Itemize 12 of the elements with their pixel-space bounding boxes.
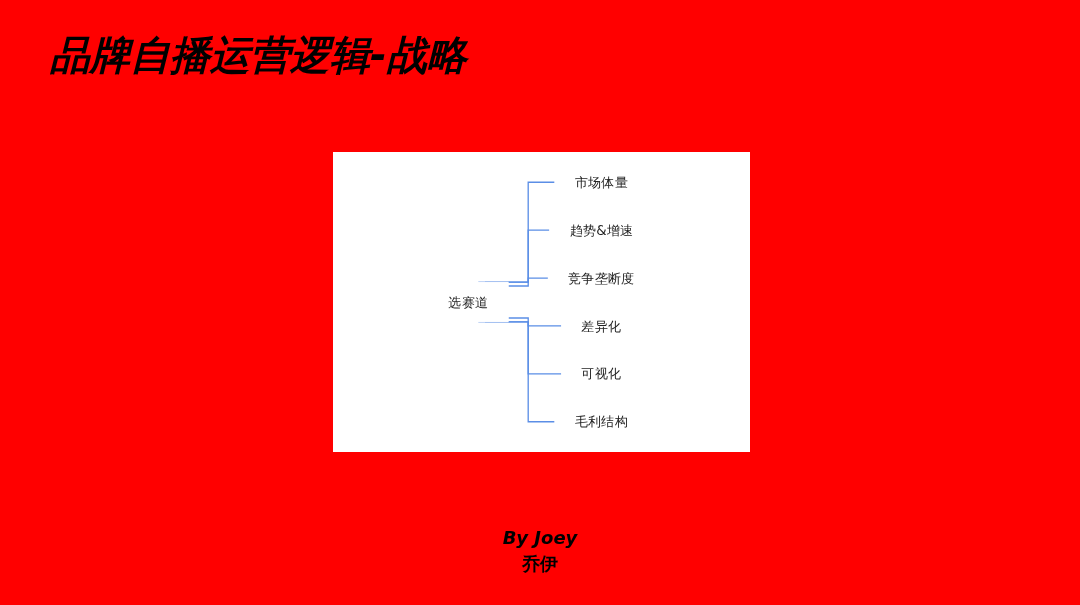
node-text: 趋势&增速 — [569, 222, 634, 239]
title: 品牌自播运营逻辑-战略 — [50, 31, 467, 80]
node-text: 差异化 — [581, 317, 622, 334]
node-text: 市场体量 — [574, 174, 628, 191]
connector — [507, 317, 563, 327]
byline: By Joey — [501, 526, 579, 550]
mind-map-panel: 选赛道 市场体量 趋势&增速 竞争垄断度 差异化 可视化 毛利结构 — [333, 152, 750, 452]
node-text: 可视化 — [581, 365, 622, 382]
connector — [507, 277, 549, 287]
node-text: 竞争垄断度 — [568, 270, 635, 287]
author-name: 乔伊 — [521, 552, 559, 576]
node-text: 毛利结构 — [574, 413, 628, 430]
